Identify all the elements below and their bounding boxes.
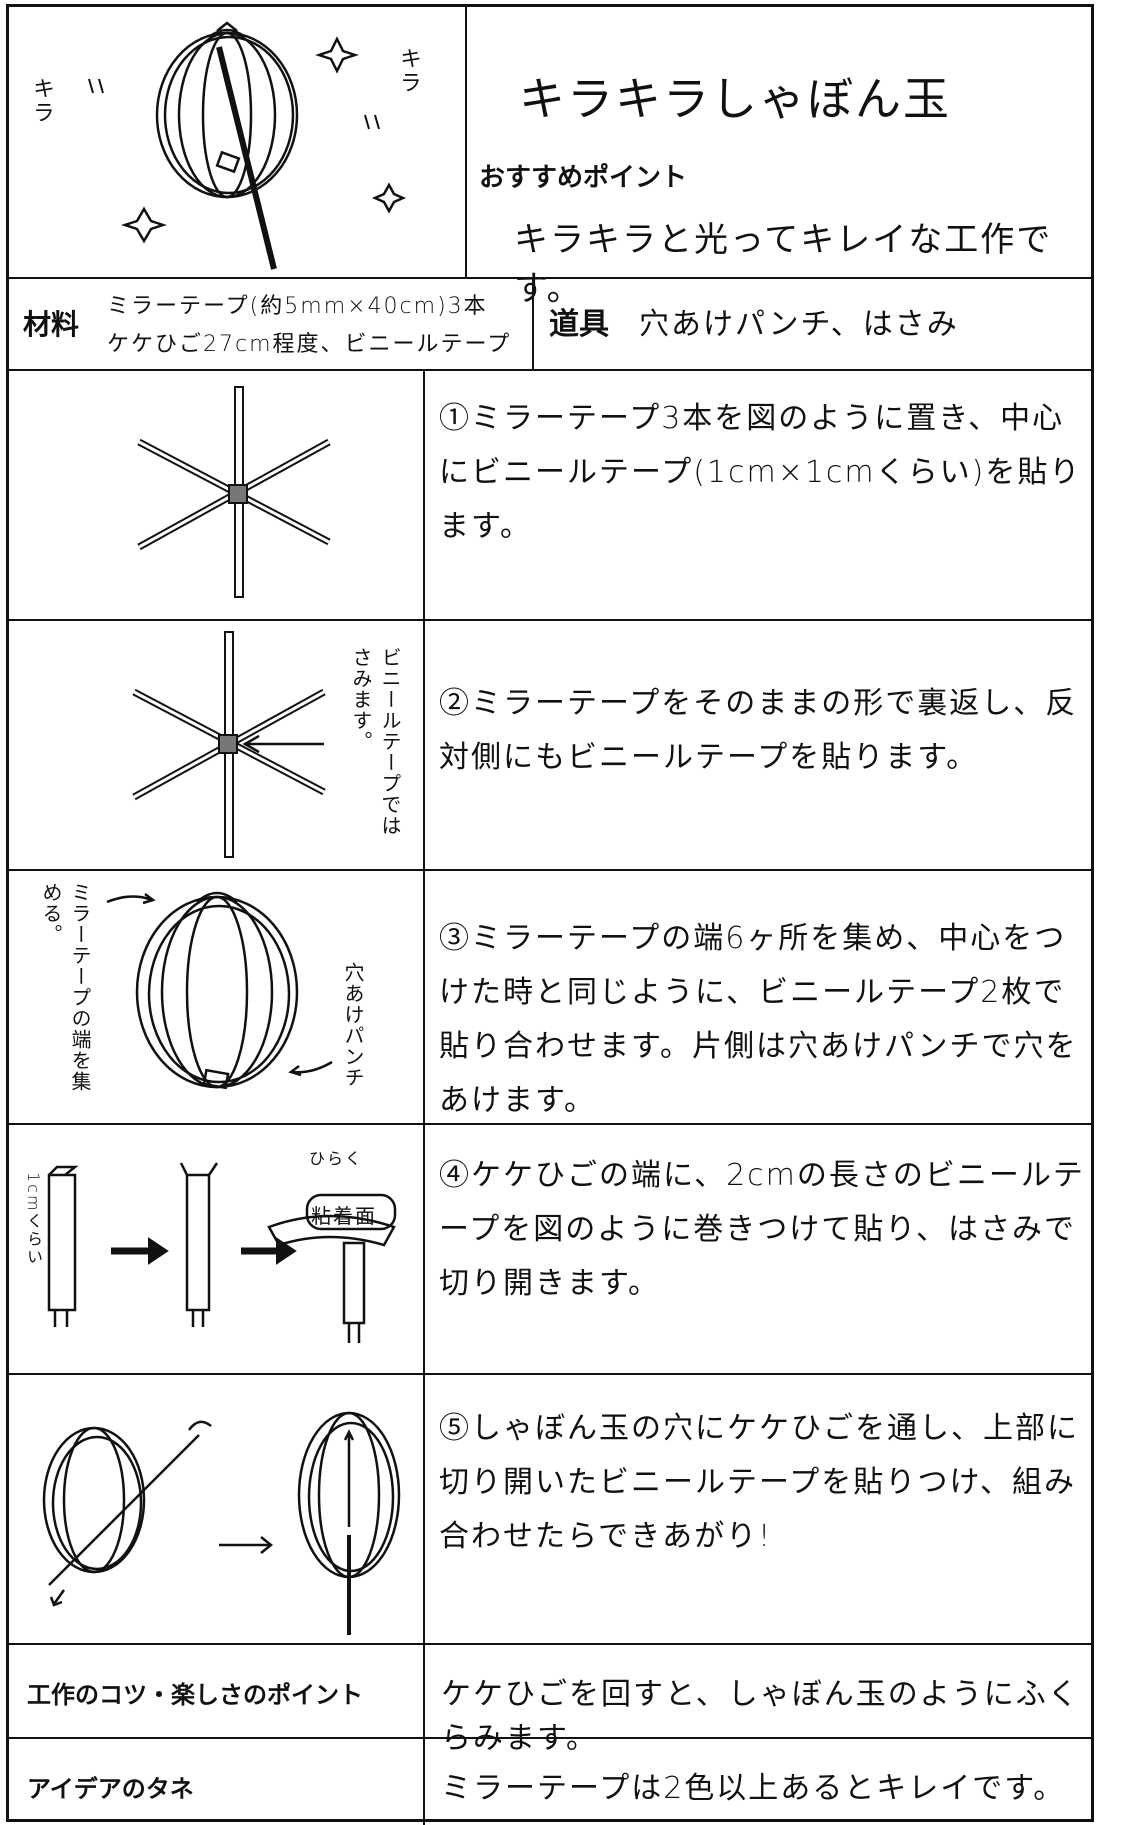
divider: [532, 277, 534, 369]
step3-note-right: 穴あけパンチ: [341, 962, 365, 1088]
divider: [9, 869, 1091, 871]
divider: [9, 369, 1091, 371]
divider: [9, 277, 1091, 279]
materials-line-1: ミラーテープ(約5mm×40cm)3本: [107, 294, 488, 319]
step5-text: ⑤しゃぼん玉の穴にケケひごを通し、上部に切り開いたビニールテープを貼りつけ、組み…: [439, 1411, 1079, 1554]
step3-text: ③ミラーテープの端6ヶ所を集め、中心をつけた時と同じように、ビニールテープ2枚で…: [439, 921, 1078, 1118]
step4-note-open: ひらく: [309, 1149, 364, 1168]
step4-note-adhesive: 粘着面: [311, 1204, 377, 1228]
divider: [9, 1123, 1091, 1125]
step5-illustration: [42, 1411, 401, 1635]
ideas-text: ミラーテープは2色以上あるとキレイです。: [441, 1771, 1066, 1806]
tools-label: 道具: [549, 307, 609, 342]
bubble-illustration: [88, 21, 407, 270]
materials-label: 材料: [23, 308, 80, 341]
step1-illustration: [137, 386, 331, 598]
divider: [465, 7, 467, 277]
step2-text: ②ミラーテープをそのままの形で裏返し、反対側にもビニールテープを貼ります。: [439, 686, 1078, 775]
divider: [9, 1373, 1091, 1375]
step3-note-left: ミラーテープの端を集める。: [39, 882, 92, 1092]
sparkle-sound-left: キラ: [29, 77, 54, 125]
craft-sheet: キラ キラ キラキラしゃぼん玉 おすすめポイント キラキラと光ってキレイな工作で…: [6, 4, 1094, 1825]
step3-illustration: [106, 891, 333, 1090]
step2-illustration: [132, 631, 326, 858]
step4-text: ④ケケひごの端に、2cmの長さのビニールテープを図のように巻きつけて貼り、はさみ…: [439, 1158, 1085, 1301]
materials-line-2: ケケひご27cm程度、ビニールテープ: [107, 332, 512, 357]
tips-text: ケケひごを回すと、しゃぼん玉のようにふくらみます。: [441, 1677, 1080, 1756]
sparkle-sound-right: キラ: [396, 47, 421, 95]
recommend-text: キラキラと光ってキレイな工作です。: [514, 220, 1053, 309]
step2-note: ビニールテープではさみます。: [349, 647, 402, 836]
step1-text: ①ミラーテープ3本を図のように置き、中心にビニールテープ(1cm×1cmくらい)…: [439, 401, 1082, 544]
divider: [9, 1737, 1091, 1739]
tools-text: 穴あけパンチ、はさみ: [639, 307, 959, 342]
divider: [423, 369, 425, 1825]
step4-note-size: 1cmくらい: [24, 1172, 43, 1267]
tips-label: 工作のコツ・楽しさのポイント: [27, 1681, 363, 1709]
divider: [9, 1643, 1091, 1645]
recommend-label: おすすめポイント: [479, 163, 688, 193]
ideas-label: アイデアのタネ: [27, 1775, 194, 1803]
divider: [9, 619, 1091, 621]
step4-illustration: [47, 1162, 397, 1343]
page-title: キラキラしゃぼん玉: [519, 72, 951, 126]
